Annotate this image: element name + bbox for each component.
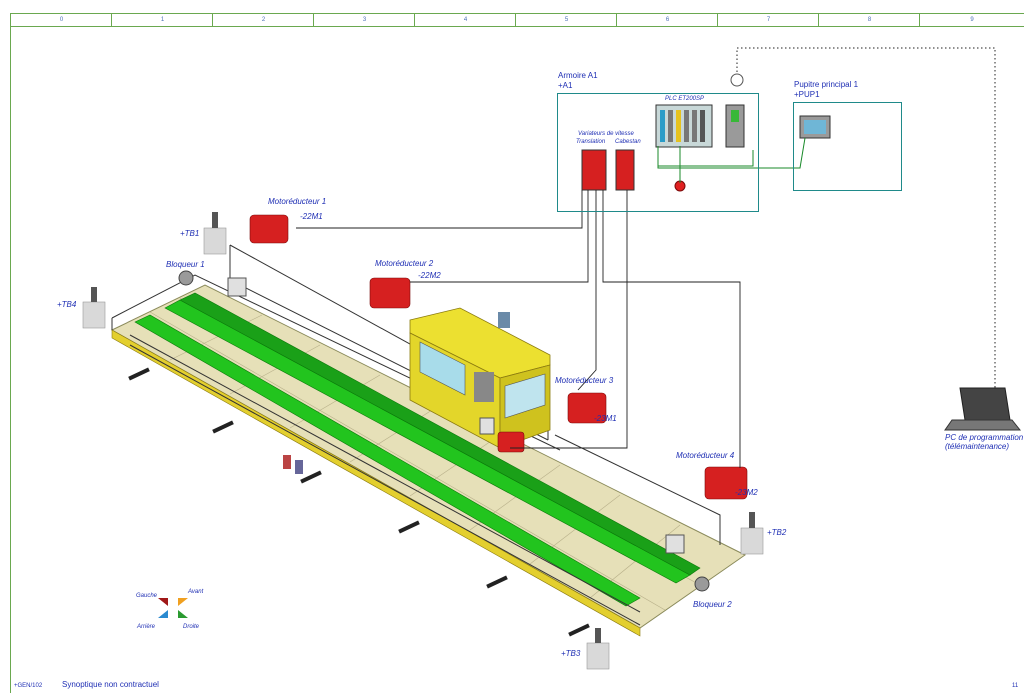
ruler-cell: 8 xyxy=(818,14,920,26)
laptop-screen-icon xyxy=(959,387,1011,421)
ruler-cell: 1 xyxy=(111,14,213,26)
column-ruler: 0 1 2 3 4 5 6 7 8 9 xyxy=(10,13,1024,27)
tb3-box xyxy=(586,642,610,670)
blocker-1-icon xyxy=(178,270,194,286)
motor-4-ref: -23M2 xyxy=(735,488,758,497)
laptop-base-icon xyxy=(944,419,1022,431)
plc-modules xyxy=(660,110,705,142)
tb2-label: +TB2 xyxy=(767,528,787,537)
ruler-cell: 2 xyxy=(212,14,314,26)
sensor-icon xyxy=(295,460,303,474)
post-2 xyxy=(665,534,685,554)
arrow-forward-icon xyxy=(178,598,188,606)
cabin-window xyxy=(419,341,466,396)
ruler-cell: 5 xyxy=(515,14,617,26)
desk-box xyxy=(793,102,902,191)
tb1-box xyxy=(203,227,227,255)
motor-small-icon xyxy=(497,431,525,453)
drawing-frame xyxy=(10,13,1024,693)
desk-ref: +PUP1 xyxy=(794,90,820,99)
sensor-icon xyxy=(283,455,291,469)
pc-sublabel: (télémaintenance) xyxy=(945,442,1010,451)
blocker-1-label: Bloqueur 1 xyxy=(166,260,205,269)
tb2-beacon xyxy=(749,512,755,528)
post-3 xyxy=(479,417,495,435)
drive-translation-label: Translation xyxy=(576,139,606,145)
cabinet-title: Armoire A1 xyxy=(558,71,598,80)
arrow-right-icon xyxy=(178,610,188,618)
plc-label: PLC ET200SP xyxy=(665,96,705,102)
drive-cabestan-icon xyxy=(615,149,635,191)
motor-2-label: Motoréducteur 2 xyxy=(375,259,434,268)
page-number: 11 xyxy=(1012,683,1019,689)
tb1-label: +TB1 xyxy=(180,229,200,238)
arrow-left-icon xyxy=(158,598,168,606)
arrow-back-icon xyxy=(158,610,168,618)
motor-4-icon xyxy=(704,466,748,500)
cabinet-box xyxy=(557,93,759,212)
ruler-cell: 4 xyxy=(414,14,516,26)
router-icon xyxy=(725,104,745,148)
tb3-beacon xyxy=(595,628,601,643)
motor-2-icon xyxy=(369,277,411,309)
rail-1 xyxy=(134,314,641,607)
blocker-2-label: Bloqueur 2 xyxy=(693,600,732,609)
drive-translation-icon xyxy=(581,149,607,191)
motor-1-ref: -22M1 xyxy=(300,212,323,221)
tb4-beacon xyxy=(91,287,97,302)
direction-back-label: Arrière xyxy=(137,624,156,630)
ruler-cell: 9 xyxy=(919,14,1024,26)
desk-title: Pupitre principal 1 xyxy=(794,80,859,89)
sheet-reference: +GEN/102 xyxy=(14,683,43,689)
motor-3-ref: -23M1 xyxy=(594,414,617,423)
cabinet-ref: +A1 xyxy=(558,81,573,90)
pc-label: PC de programmation xyxy=(945,433,1024,442)
direction-right-label: Droite xyxy=(183,624,200,630)
wiring xyxy=(296,190,741,468)
ruler-cell: 0 xyxy=(10,14,112,26)
ruler-cell: 7 xyxy=(717,14,819,26)
tb4-box xyxy=(82,301,106,329)
tb4-label: +TB4 xyxy=(57,300,77,309)
motor-4-label: Motoréducteur 4 xyxy=(676,451,735,460)
antenna-icon xyxy=(730,73,744,87)
motor-3-label: Motoréducteur 3 xyxy=(555,376,614,385)
motor-2-ref: -22M2 xyxy=(418,271,441,280)
sensor-icon xyxy=(498,312,510,328)
drives-title: Variateurs de vitesse xyxy=(578,131,634,137)
cabin-window-side xyxy=(504,373,546,419)
direction-left-label: Gauche xyxy=(136,593,158,599)
post-1 xyxy=(227,277,247,297)
platform-legs xyxy=(128,367,590,637)
disclaimer-note: Synoptique non contractuel xyxy=(62,680,159,689)
network-wiring xyxy=(657,137,806,183)
motor-1-icon xyxy=(249,214,289,244)
motor-1-label: Motoréducteur 1 xyxy=(268,197,327,206)
cabin-door xyxy=(474,372,494,402)
remote-link xyxy=(736,47,996,388)
tb2-box xyxy=(740,527,764,555)
motor-3-icon xyxy=(567,392,607,424)
rail-3 xyxy=(179,292,701,576)
control-boxes xyxy=(82,212,764,670)
direction-forward-label: Avant xyxy=(188,589,204,595)
drive-cabestan-label: Cabestan xyxy=(615,139,641,145)
tb1-beacon xyxy=(212,212,218,228)
tb3-label: +TB3 xyxy=(561,649,581,658)
direction-arrows xyxy=(158,598,188,618)
ruler-cell: 3 xyxy=(313,14,415,26)
blocker-2-icon xyxy=(694,576,710,592)
ruler-cell: 6 xyxy=(616,14,718,26)
